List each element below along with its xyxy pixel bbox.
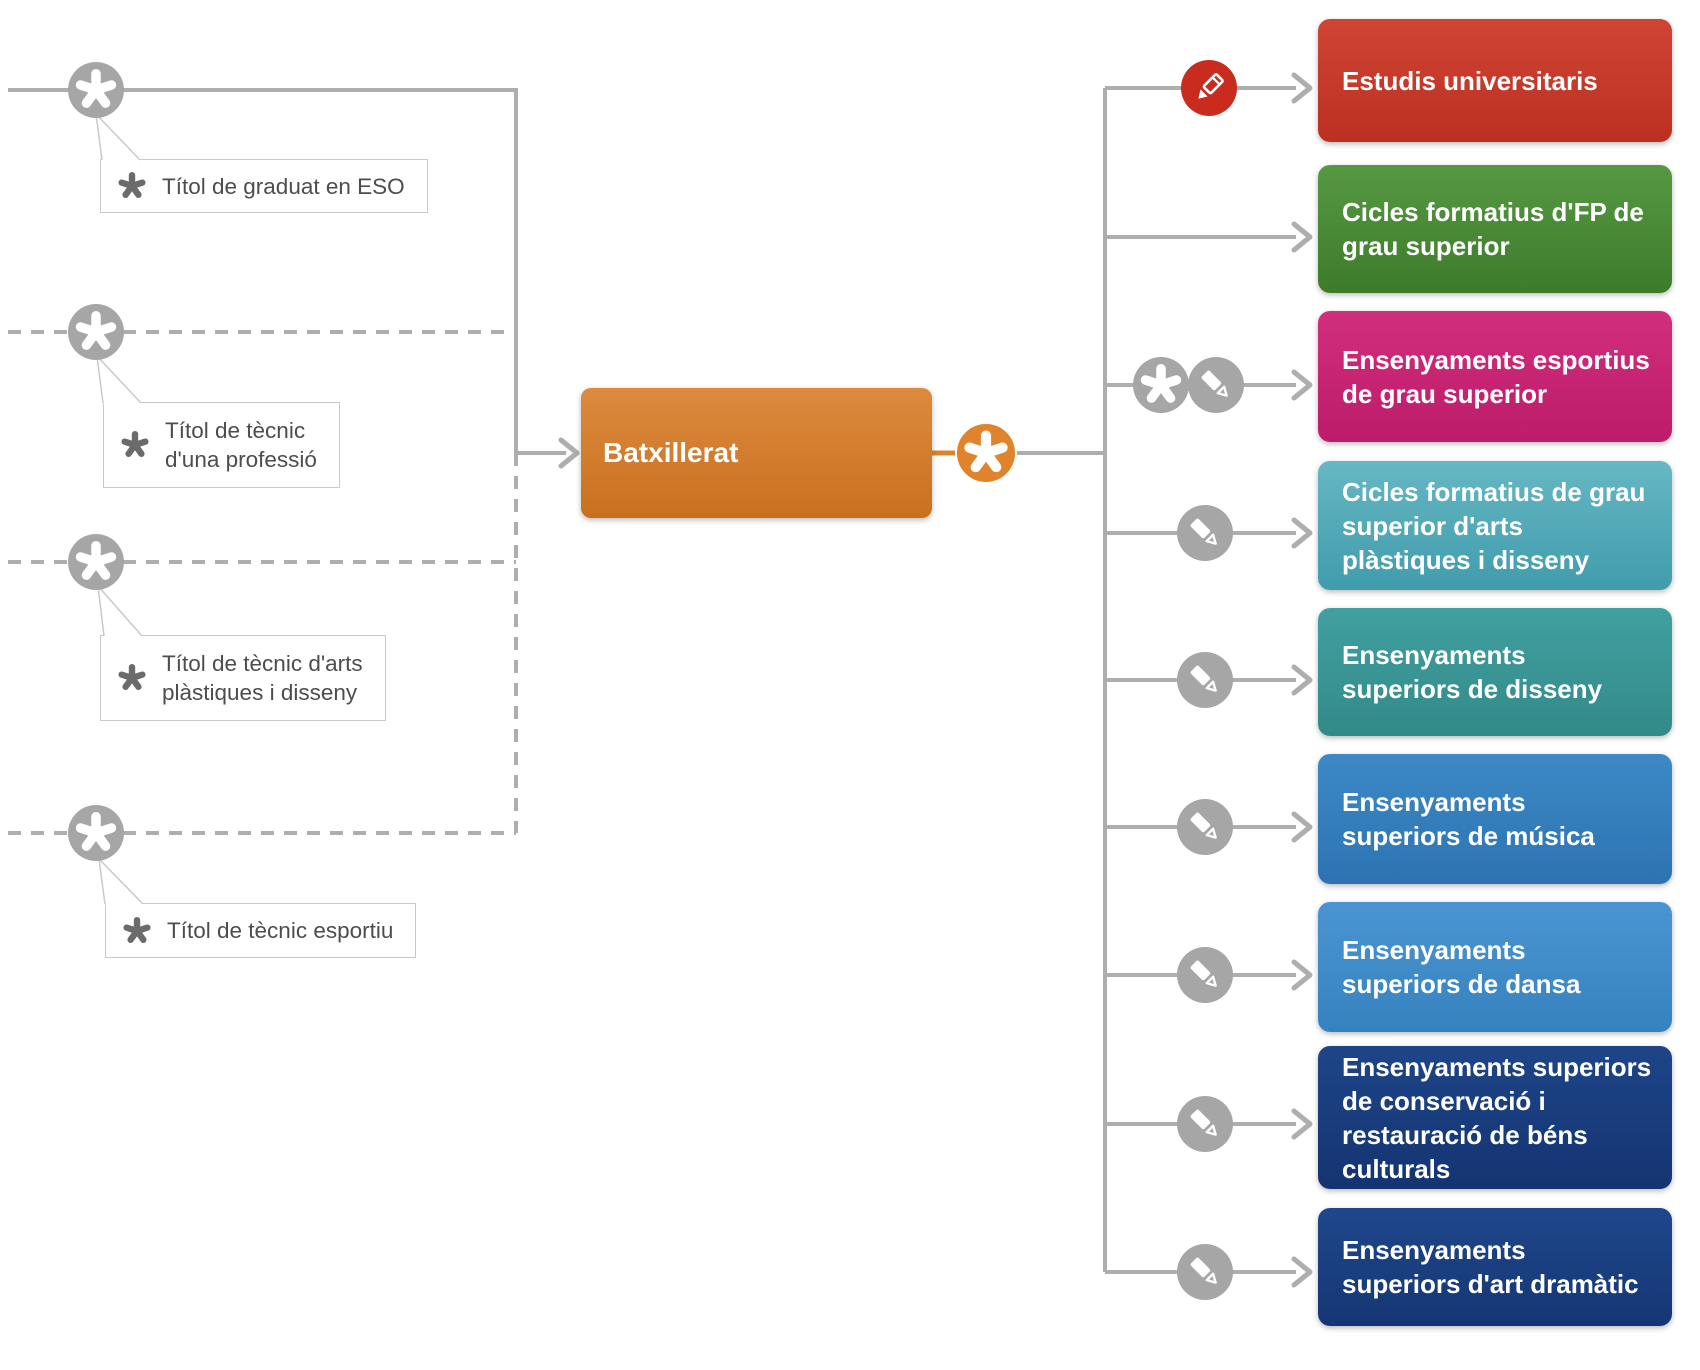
asterisk-icon: [122, 916, 152, 946]
output-label: Ensenyaments esportius de grau superior: [1342, 344, 1650, 409]
arrowhead-1: [1291, 72, 1313, 104]
output-box-superiors-dansa[interactable]: Ensenyaments superiors de dansa: [1318, 902, 1672, 1032]
asterisk-icon: [120, 430, 150, 460]
output-label: Cicles formatius de grau superior d'arts…: [1342, 476, 1646, 575]
output-box-esportius-superior[interactable]: Ensenyaments esportius de grau superior: [1318, 311, 1672, 442]
output-label: Ensenyaments superiors de conservació i …: [1342, 1051, 1652, 1184]
arrowhead-7: [1291, 959, 1313, 991]
output-label: Ensenyaments superiors de disseny: [1342, 640, 1603, 704]
output-label: Cicles formatius d'FP de grau superior: [1342, 197, 1644, 261]
output-label: Ensenyaments superiors d'art dramàtic: [1342, 1235, 1639, 1299]
arrowhead-3: [1291, 369, 1313, 401]
tooltip-label: Títol de graduat en ESO: [162, 173, 405, 199]
center-node-batxillerat[interactable]: Batxillerat: [581, 388, 932, 518]
tooltip-label: Títol de tècnic d'arts plàstiques i diss…: [162, 651, 363, 705]
arrowhead-2: [1291, 221, 1313, 253]
arrowhead-4: [1291, 517, 1313, 549]
tooltip-graduat-eso: Títol de graduat en ESO: [100, 159, 428, 213]
output-label: Estudis universitaris: [1342, 65, 1598, 96]
output-label: Ensenyaments superiors de música: [1342, 787, 1595, 851]
output-box-art-dramatic[interactable]: Ensenyaments superiors d'art dramàtic: [1318, 1208, 1672, 1326]
arrowhead-6: [1291, 811, 1313, 843]
branch-lines: [1105, 72, 1313, 1288]
output-label: Ensenyaments superiors de dansa: [1342, 935, 1581, 999]
output-box-superiors-disseny[interactable]: Ensenyaments superiors de disseny: [1318, 608, 1672, 736]
output-box-conservacio-restauracio[interactable]: Ensenyaments superiors de conservació i …: [1318, 1046, 1672, 1189]
arrowhead-8: [1291, 1108, 1313, 1140]
asterisk-icon: [117, 171, 147, 201]
arrowhead-5: [1291, 664, 1313, 696]
output-box-cicles-arts-plastiques[interactable]: Cicles formatius de grau superior d'arts…: [1318, 461, 1672, 590]
tooltip-tecnic-professio: Títol de tècnic d'una professió: [103, 402, 340, 488]
tooltip-tecnic-arts: Títol de tècnic d'arts plàstiques i diss…: [100, 635, 386, 721]
tooltip-label: Títol de tècnic d'una professió: [165, 418, 317, 472]
tooltip-tecnic-esportiu: Títol de tècnic esportiu: [105, 903, 417, 958]
center-node-label: Batxillerat: [603, 437, 739, 468]
tooltip-label: Títol de tècnic esportiu: [167, 918, 394, 943]
arrowhead-9: [1291, 1256, 1313, 1288]
output-box-superiors-musica[interactable]: Ensenyaments superiors de música: [1318, 754, 1672, 884]
output-box-estudis-universitaris[interactable]: Estudis universitaris: [1318, 19, 1672, 142]
asterisk-icon: [117, 663, 147, 693]
arrowhead-to-center: [558, 437, 580, 469]
output-box-cicles-fp-superior[interactable]: Cicles formatius d'FP de grau superior: [1318, 165, 1672, 293]
